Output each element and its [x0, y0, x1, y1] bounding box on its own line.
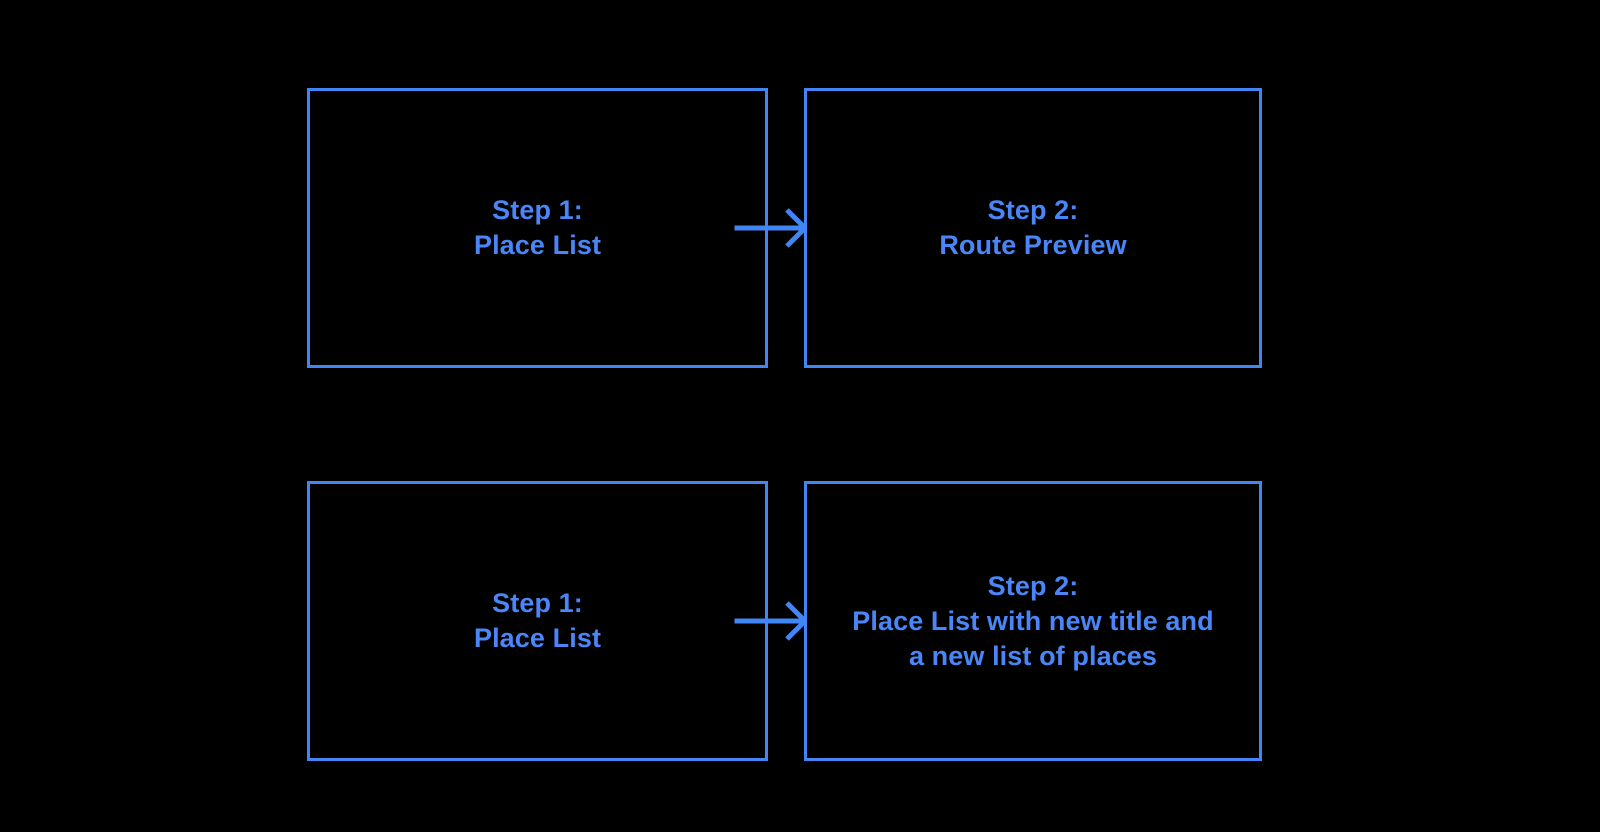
- step-box-row1-step2[interactable]: Step 2: Place List with new title and a …: [804, 481, 1262, 761]
- flow-row-new-place-list: Step 1: Place List Step 2: Place List wi…: [0, 481, 1600, 761]
- step-box-label: Step 1: Place List: [473, 195, 602, 260]
- arrow-connector-row0: [734, 204, 811, 252]
- step-box-label: Step 2: Place List with new title and a …: [852, 570, 1214, 671]
- arrow-connector-row1: [734, 597, 811, 645]
- step-box-label: Step 2: Route Preview: [939, 195, 1127, 260]
- step-box-row0-step1[interactable]: Step 1: Place List: [307, 88, 768, 368]
- flow-row-route-preview: Step 1: Place List Step 2: Route Preview: [0, 88, 1600, 368]
- step-box-row1-step1[interactable]: Step 1: Place List: [307, 481, 768, 761]
- step-box-label: Step 1: Place List: [473, 588, 602, 653]
- step-box-row0-step2[interactable]: Step 2: Route Preview: [804, 88, 1262, 368]
- arrow-icon: [734, 601, 809, 641]
- arrow-icon: [734, 208, 809, 248]
